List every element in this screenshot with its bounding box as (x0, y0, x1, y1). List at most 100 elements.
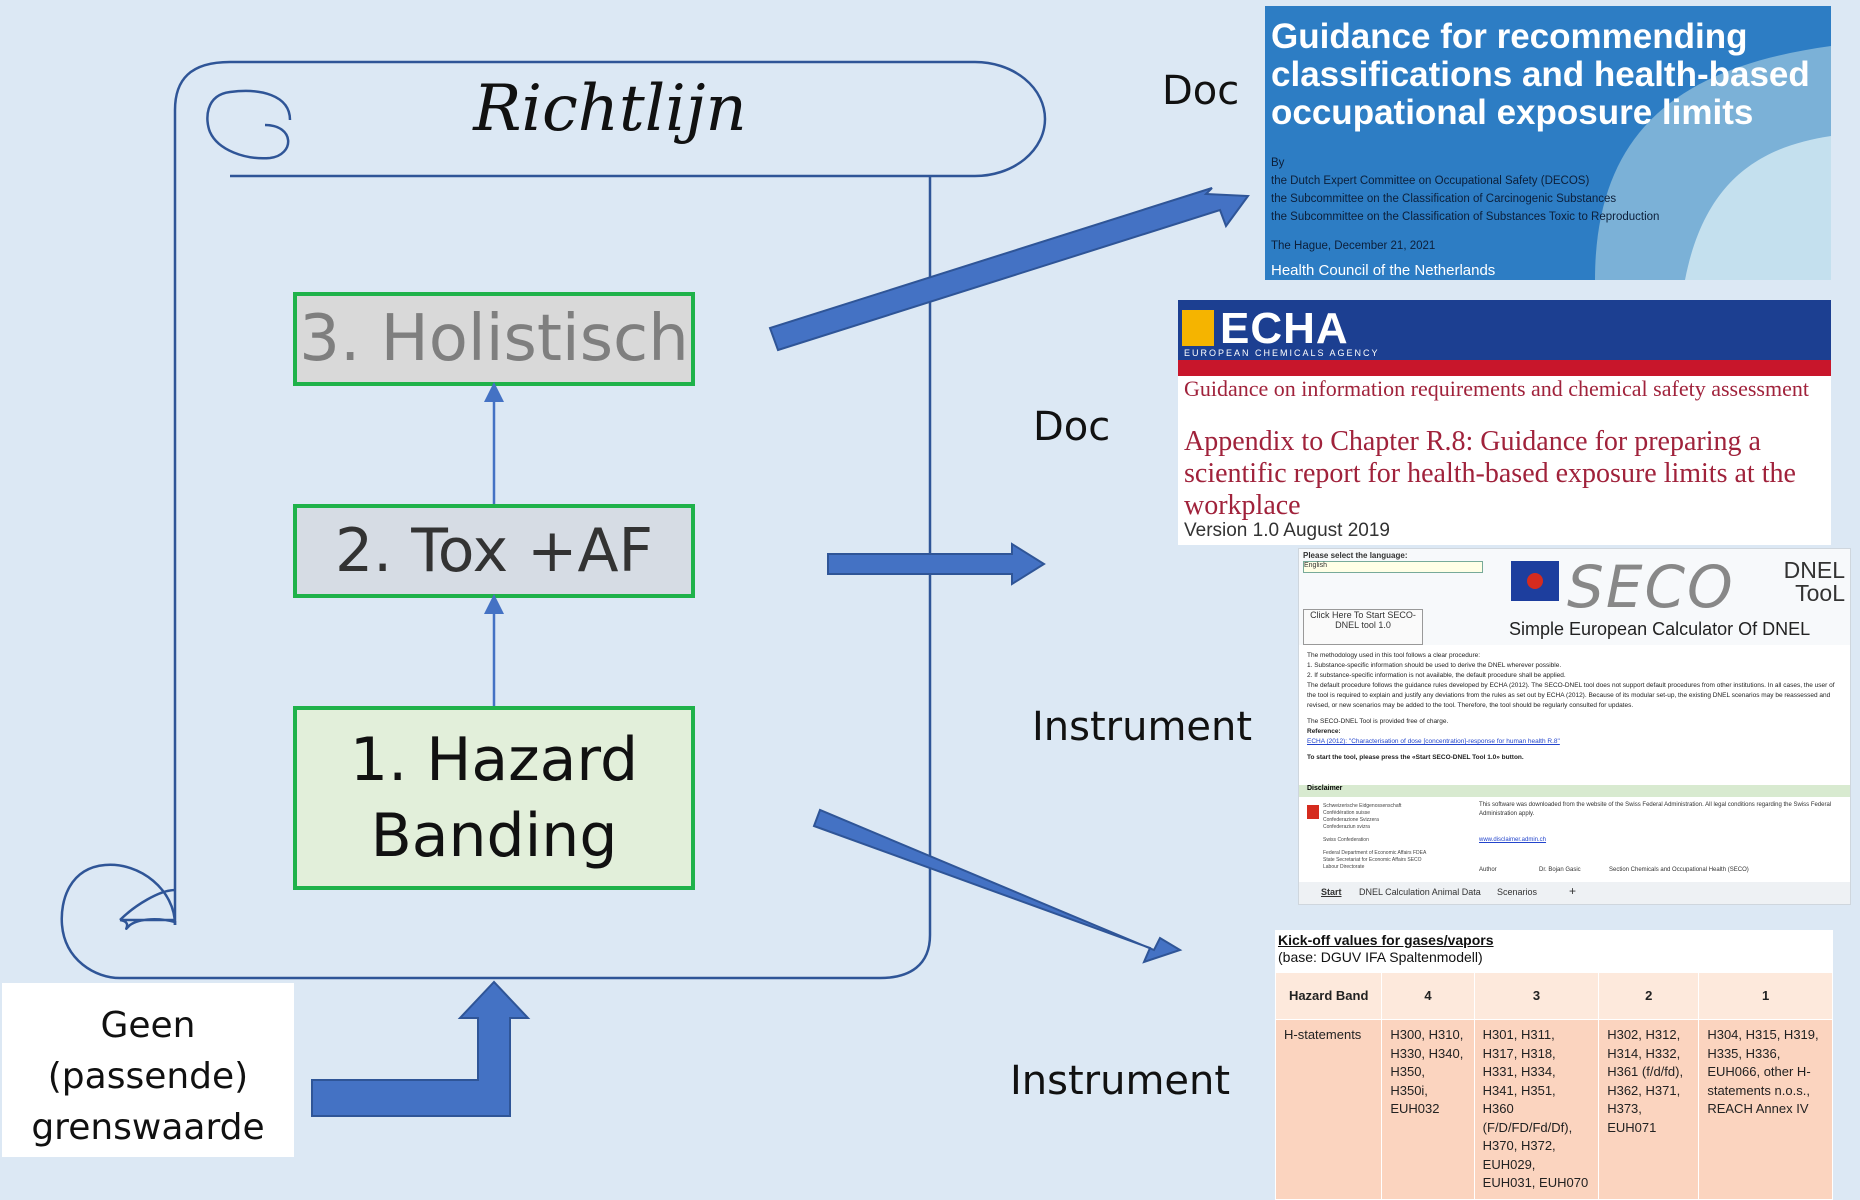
seco-body2: 1. Substance-specific information should… (1307, 662, 1562, 669)
eu-flag-icon (1511, 561, 1559, 601)
level-1-label-line1: 1. Hazard (349, 725, 639, 795)
decos-org: Health Council of the Netherlands (1271, 262, 1496, 279)
level-1-box: 1. Hazard Banding (293, 706, 695, 890)
arrow-to-instrument2 (812, 808, 1183, 964)
doc1-label: Doc (1162, 68, 1240, 114)
level-1-label-line2: Banding (370, 801, 618, 871)
seco-sheet-tabs: Start DNEL Calculation Animal Data Scena… (1299, 882, 1850, 904)
decos-line2: the Subcommittee on the Classification o… (1271, 193, 1617, 205)
geen-grenswaarde-box: Geen (passende) grenswaarde (2, 983, 294, 1157)
kickoff-header-cell: 3 (1473, 972, 1600, 1020)
geen-line3: grenswaarde (31, 1107, 265, 1148)
arrow-to-doc2 (827, 542, 1046, 586)
scroll-graphic (60, 60, 1047, 980)
seco-fed3: Confederazione Svizzera (1323, 817, 1379, 823)
scroll-top-roll (230, 60, 1047, 178)
scroll-title: Richtlijn (473, 72, 747, 146)
seco-body3: 2. If substance-specific information is … (1307, 672, 1566, 679)
seco-start-button[interactable]: Click Here To Start SECO-DNEL tool 1.0 (1303, 609, 1423, 645)
swiss-flag-icon (1307, 805, 1319, 819)
tab-dnel-calculation[interactable]: DNEL Calculation Animal Data (1359, 887, 1481, 897)
tab-scenarios[interactable]: Scenarios (1497, 887, 1538, 897)
arrow-to-doc1 (768, 187, 1250, 352)
seco-disclaimer-text: This software was downloaded from the we… (1479, 802, 1832, 817)
kickoff-cell: H304, H315, H319, H335, H336, EUH066, ot… (1698, 1019, 1833, 1200)
echa-appendix-title: Appendix to Chapter R.8: Guidance for pr… (1184, 426, 1796, 521)
seco-federal-text: Schweizerische Eidgenossenschaft Confédé… (1323, 803, 1443, 871)
seco-body6: Reference: (1307, 728, 1341, 735)
seco-body1: The methodology used in this tool follow… (1307, 652, 1481, 659)
decos-decoration (1595, 46, 1831, 280)
seco-fed5: Swiss Confederation (1323, 837, 1369, 843)
seco-language-label: Please select the language: (1303, 551, 1408, 560)
seco-dnel-line1: DNEL (1783, 557, 1845, 583)
scroll-bottom-spiral (60, 863, 177, 980)
echa-red-band (1178, 360, 1831, 376)
seco-fed4: Confederaziun svizra (1323, 824, 1370, 830)
seco-fed1: Schweizerische Eidgenossenschaft (1323, 803, 1402, 809)
arrows-layer (311, 187, 1250, 1117)
seco-body4: The default procedure follows the guidan… (1307, 682, 1835, 709)
tab-start[interactable]: Start (1321, 887, 1342, 897)
kickoff-table: Hazard Band 4 3 2 1 H-statements H300, H… (1274, 972, 1833, 1200)
seco-fed2: Confédération suisse (1323, 810, 1370, 816)
kickoff-cell: H301, H311, H317, H318, H331, H334, H341… (1473, 1019, 1600, 1200)
echa-version: Version 1.0 August 2019 (1184, 520, 1390, 541)
decos-line1: the Dutch Expert Committee on Occupation… (1271, 175, 1590, 187)
geen-line1: Geen (100, 1005, 196, 1046)
seco-body5: The SECO-DNEL Tool is provided free of c… (1307, 718, 1449, 725)
seco-disclaimer-bar: Disclaimer (1299, 785, 1850, 797)
kickoff-header-cell: 2 (1598, 972, 1700, 1020)
kickoff-title: Kick-off values for gases/vapors (1278, 932, 1494, 948)
seco-dnel-line2: TooL (1795, 580, 1845, 606)
seco-tagline: Simple European Calculator Of DNEL (1509, 619, 1811, 639)
seco-fed7: State Secretariat for Economic Affairs S… (1323, 857, 1422, 863)
kickoff-cell: H300, H310, H330, H340, H350, H350i, EUH… (1381, 1019, 1475, 1200)
seco-language-select[interactable]: English (1303, 561, 1483, 573)
echa-guidance-title: Guidance on information requirements and… (1184, 376, 1809, 401)
decos-date: The Hague, December 21, 2021 (1271, 240, 1436, 252)
scroll-right-edge (120, 176, 932, 980)
seco-author-label: Author (1479, 867, 1497, 873)
level-3-label: 3. Holistisch (299, 302, 689, 376)
seco-body7[interactable]: ECHA (2012): "Characterisation of dose [… (1307, 738, 1560, 745)
decos-guidance-thumbnail: Guidance for recommending classification… (1265, 6, 1831, 280)
tab-add-button[interactable]: + (1569, 884, 1577, 898)
seco-disclaimer-link[interactable]: www.disclaimer.admin.ch (1479, 837, 1547, 843)
echa-logo-icon (1182, 310, 1214, 346)
seco-fed6: Federal Department of Economic Affairs F… (1323, 850, 1427, 856)
level-2-label: 2. Tox +AF (334, 516, 654, 586)
seco-logo: SECO (1567, 553, 1735, 621)
decos-by: By (1271, 157, 1285, 169)
kickoff-header-cell: 4 (1381, 972, 1475, 1020)
kickoff-header-cell: Hazard Band (1274, 972, 1383, 1020)
kickoff-row-label: H-statements (1274, 1019, 1383, 1200)
seco-fed8: Labour Directorate (1323, 864, 1365, 870)
echa-guidance-thumbnail: ECHA EUROPEAN CHEMICALS AGENCY Guidance … (1178, 300, 1831, 545)
scroll-top-spiral (206, 89, 292, 160)
kickoff-base: (base: DGUV IFA Spaltenmodell) (1278, 949, 1483, 965)
echa-header-band (1178, 300, 1831, 360)
seco-section: Section Chemicals and Occupational Healt… (1609, 867, 1749, 873)
kickoff-header-cell: 1 (1698, 972, 1833, 1020)
echa-logo-sub: EUROPEAN CHEMICALS AGENCY (1184, 348, 1380, 358)
scroll-top-curl (173, 60, 231, 925)
kickoff-values-thumbnail: Kick-off values for gases/vapors (base: … (1274, 930, 1833, 1200)
decos-title: Guidance for recommending classification… (1271, 17, 1810, 132)
seco-dnel-tool-logo: DNEL TooL (1757, 559, 1845, 605)
level-2-box: 2. Tox +AF (293, 504, 695, 598)
kickoff-cell: H302, H312, H314, H332, H361 (f/d/fd), H… (1598, 1019, 1700, 1200)
seco-body8: To start the tool, please press the «Sta… (1307, 754, 1524, 761)
swiss-cross-icon (1527, 573, 1543, 589)
seco-author-name: Dr. Bojan Gasic (1539, 867, 1581, 873)
decos-committees: By the Dutch Expert Committee on Occupat… (1271, 154, 1751, 226)
arrow-geen-up (311, 980, 531, 1117)
echa-logo: ECHA (1220, 304, 1349, 353)
doc2-label: Doc (1033, 404, 1111, 450)
seco-body: The methodology used in this tool follow… (1307, 651, 1843, 763)
kickoff-row: H-statements H300, H310, H330, H340, H35… (1274, 1019, 1833, 1200)
kickoff-header-row: Hazard Band 4 3 2 1 (1274, 972, 1833, 1020)
geen-line2: (passende) (47, 1056, 249, 1097)
instrument2-label: Instrument (1010, 1058, 1231, 1104)
seco-dnel-tool-thumbnail: Please select the language: English Clic… (1298, 548, 1851, 905)
